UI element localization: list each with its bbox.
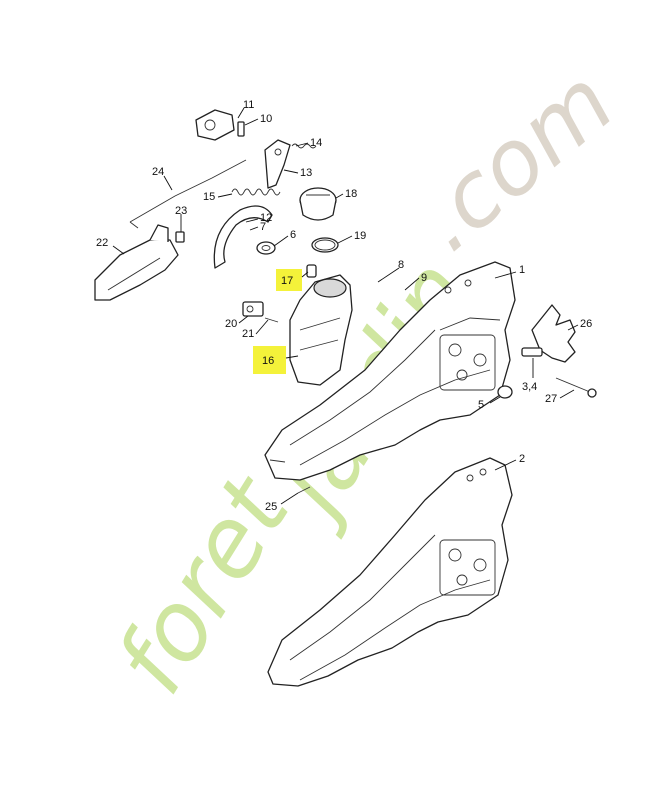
callout-24: 24 — [152, 166, 164, 178]
screw-21-part — [264, 317, 279, 323]
callout-6: 6 — [290, 229, 296, 241]
screw-23-part — [175, 231, 185, 243]
callout-2: 2 — [519, 453, 525, 465]
callout-9: 9 — [421, 272, 427, 284]
upper-housing-part — [264, 261, 516, 481]
callout-18: 18 — [345, 188, 357, 200]
callout-17: 17 — [281, 275, 293, 287]
tension-spring-part — [231, 188, 281, 196]
highlight-box-16 — [253, 346, 286, 374]
highlight-box-17 — [276, 269, 302, 291]
stud-part — [521, 347, 543, 357]
callouts: 1 2 3,4 5 6 7 8 9 10 11 12 13 14 15 16 1… — [96, 99, 592, 513]
lower-housing-part — [267, 457, 513, 687]
pin-part — [297, 486, 311, 494]
washer-part — [256, 241, 276, 255]
callout-1: 1 — [519, 264, 525, 276]
oil-tank-part — [289, 274, 353, 386]
leader-lines — [112, 107, 579, 505]
callout-3-4: 3,4 — [522, 381, 537, 393]
callout-10: 10 — [260, 113, 272, 125]
spring-part — [291, 143, 317, 149]
nut-part — [497, 385, 513, 399]
bolt-part — [555, 377, 597, 398]
watermark-text-tld: .com — [397, 49, 634, 271]
switch-part — [195, 109, 245, 141]
callout-20: 20 — [225, 318, 237, 330]
oil-cap-part — [299, 187, 337, 221]
brake-band-part — [213, 205, 273, 269]
callout-25: 25 — [265, 501, 277, 513]
callout-23: 23 — [175, 205, 187, 217]
vent-part — [306, 264, 317, 278]
callout-16: 16 — [262, 355, 274, 367]
lever-part — [264, 139, 291, 189]
callout-11: 11 — [243, 99, 254, 111]
callout-26: 26 — [580, 318, 592, 330]
callout-19: 19 — [354, 230, 366, 242]
fitting-part — [242, 301, 264, 317]
callout-27: 27 — [545, 393, 557, 405]
callout-13: 13 — [300, 167, 312, 179]
catcher-plate-part — [531, 304, 576, 363]
callout-22: 22 — [96, 237, 108, 249]
callout-12: 12 — [260, 212, 272, 224]
trigger-handle-part — [94, 224, 179, 301]
rod-part — [129, 159, 247, 229]
callout-15: 15 — [203, 191, 215, 203]
callout-5: 5 — [478, 399, 484, 411]
callout-8: 8 — [398, 259, 404, 271]
callout-14: 14 — [310, 137, 322, 149]
callout-7: 7 — [260, 221, 266, 233]
callout-21: 21 — [242, 328, 254, 340]
o-ring-part — [311, 237, 339, 253]
